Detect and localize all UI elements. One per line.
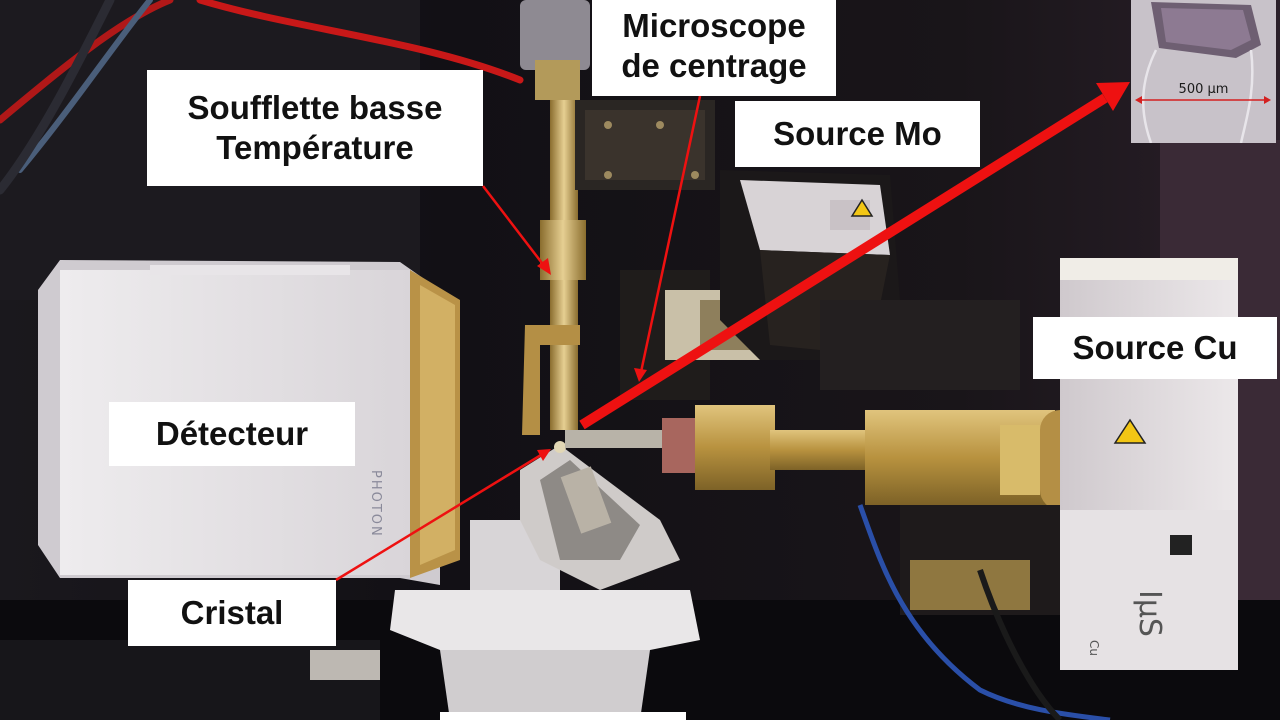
- cristal-arrow: [335, 453, 542, 582]
- goniometer: [390, 441, 700, 720]
- soufflette-arrow: [482, 185, 546, 268]
- label-bottom-partial: [440, 712, 686, 720]
- label-source-mo-text: Source Mo: [773, 114, 942, 152]
- source-brand-text: IµS: [1132, 590, 1167, 637]
- label-microscope-line1: Microscope: [622, 6, 806, 44]
- label-soufflette-line1: Soufflette basse: [187, 88, 443, 126]
- detector-badge: PHOTON: [368, 470, 383, 538]
- table-block: [310, 650, 380, 680]
- beam-arrowhead: [1096, 82, 1130, 111]
- label-soufflette: Soufflette basse Température: [147, 70, 483, 186]
- scale-bar-label: 500 µm: [1178, 82, 1229, 97]
- microscope-arrow: [639, 95, 702, 373]
- label-detecteur-text: Détecteur: [155, 414, 309, 452]
- label-soufflette-line2: Température: [216, 129, 414, 166]
- label-cristal: Cristal: [128, 580, 336, 646]
- blue-cable: [857, 504, 1111, 720]
- label-source-mo: Source Mo: [735, 101, 980, 167]
- micrograph: [1131, 0, 1276, 143]
- label-cristal-text: Cristal: [180, 593, 284, 631]
- crystal-micrograph-inset: [1131, 0, 1276, 143]
- label-detecteur: Détecteur: [109, 402, 355, 466]
- label-source-cu-text: Source Cu: [1072, 328, 1238, 366]
- label-microscope-line2: de centrage: [621, 47, 807, 84]
- black-cable: [977, 569, 1063, 720]
- mo-source: [720, 170, 1020, 390]
- source-sub-text: Cu: [1087, 640, 1101, 656]
- beam-arrow: [579, 93, 1108, 430]
- cables: [0, 0, 524, 195]
- label-microscope: Microscope de centrage: [592, 0, 836, 96]
- label-source-cu: Source Cu: [1033, 317, 1277, 379]
- annotation-arrows: [335, 82, 1130, 582]
- collimator: [565, 405, 870, 490]
